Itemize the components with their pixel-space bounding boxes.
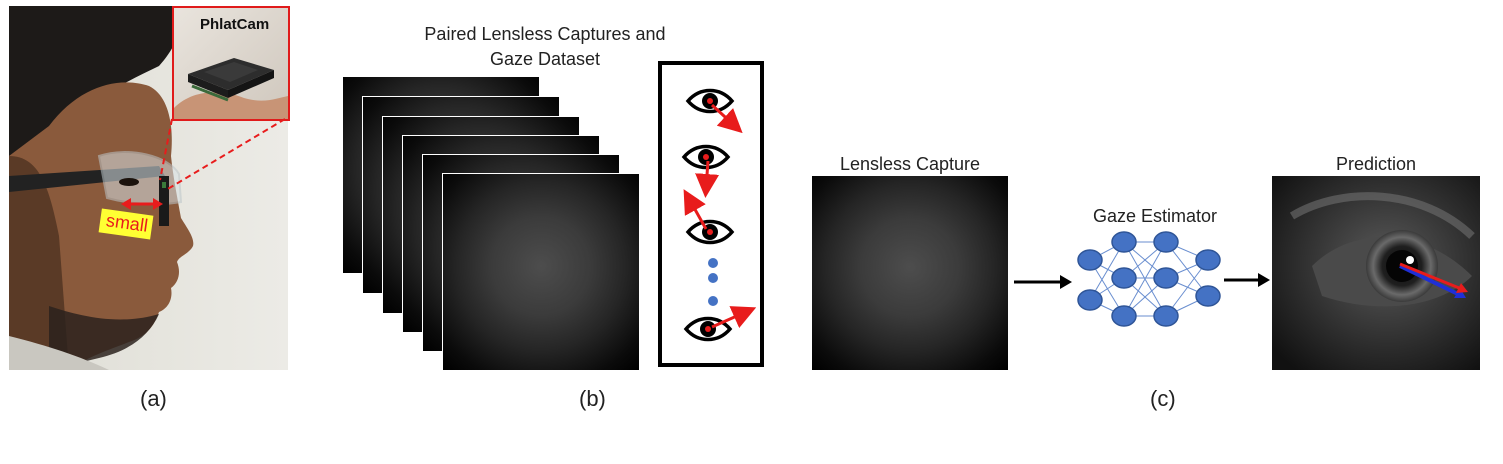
- network-node: [1077, 289, 1103, 311]
- network-node: [1195, 249, 1221, 271]
- network-node: [1077, 249, 1103, 271]
- dataset-title-line2: Gaze Dataset: [489, 49, 601, 69]
- network-node: [1153, 267, 1179, 289]
- gaze-samples-illustration: [682, 88, 757, 342]
- gaze-estimator-label: Gaze Estimator: [1092, 206, 1218, 226]
- dataset-title-line1: Paired Lensless Captures and: [424, 24, 666, 44]
- caption-b: (b): [579, 386, 606, 411]
- network-node: [1195, 285, 1221, 307]
- prediction-label: Prediction: [1335, 154, 1417, 174]
- caption-a: (a): [140, 386, 167, 411]
- phlatcam-device-illustration: [174, 58, 288, 119]
- eye-icon: [682, 144, 730, 170]
- lensless-capture-input: [812, 176, 1008, 370]
- phlatcam-label: PhlatCam: [200, 16, 270, 33]
- arrow-to-prediction: [1224, 273, 1270, 287]
- gaze-estimator-network: [1077, 231, 1221, 327]
- eye-icon: [686, 88, 734, 114]
- phlatcam-inset: PhlatCam: [172, 6, 290, 121]
- network-node: [1153, 231, 1179, 253]
- lensless-capture-frame-6: [443, 174, 639, 370]
- lensless-capture-label: Lensless Capture: [839, 154, 981, 174]
- dataset-title: Paired Lensless Captures and Gaze Datase…: [380, 22, 710, 72]
- network-node: [1111, 267, 1137, 289]
- caption-c: (c): [1150, 386, 1176, 411]
- prediction-eye-image: [1272, 176, 1480, 370]
- eye-closeup-illustration: [1272, 176, 1480, 370]
- network-node: [1111, 305, 1137, 327]
- inset-connector-lines: [159, 118, 286, 191]
- arrow-to-estimator: [1014, 275, 1072, 289]
- gaze-dataset-box: [658, 61, 764, 367]
- eye-icon: [686, 219, 734, 245]
- network-node: [1153, 305, 1179, 327]
- network-node: [1111, 231, 1137, 253]
